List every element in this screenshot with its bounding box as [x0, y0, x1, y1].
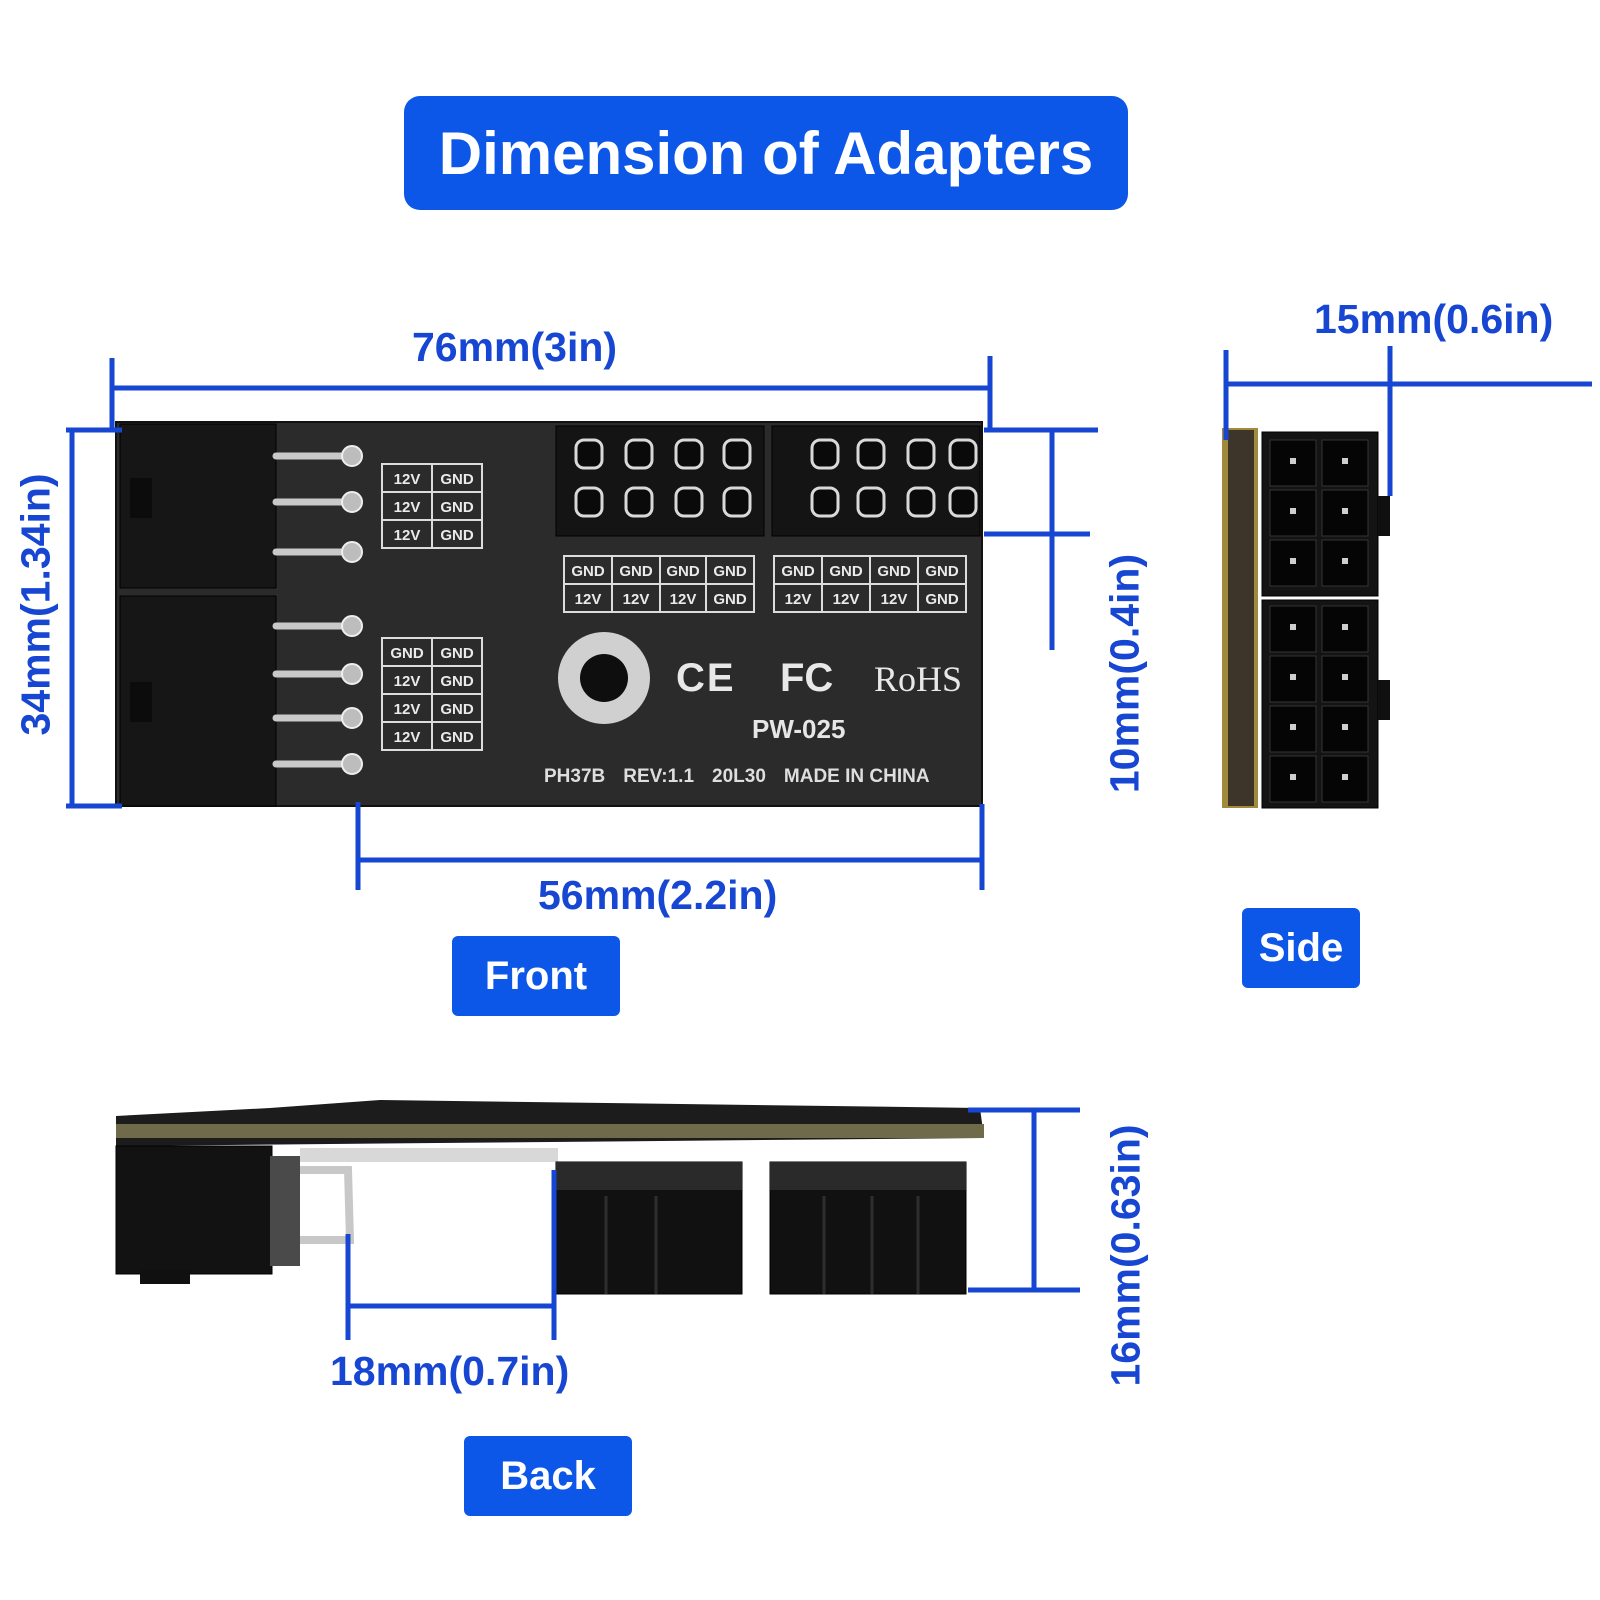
pin-label-left-top: GND — [440, 471, 474, 488]
pin-label-top-row2: 12V — [623, 591, 650, 608]
pin-label-left-bottom: GND — [440, 673, 474, 690]
pin-label-top-row1: GND — [829, 563, 863, 580]
board-footer-code: PH37B — [544, 766, 606, 787]
board-footer-batch: 20L30 — [712, 766, 766, 787]
pin-label-top-row1: GND — [713, 563, 747, 580]
dim-front-connector-height: 10mm(0.4in) — [1101, 553, 1148, 794]
pin-label-top-row2: 12V — [785, 591, 812, 608]
front-board: 12V GND 12V GND 12V GND GND GND 12V GND 12V GND 12V G… — [115, 421, 983, 807]
board-footer-origin: MADE IN CHINA — [783, 766, 930, 787]
pin-label-top-row1: GND — [619, 563, 653, 580]
front-top-pin-grid — [563, 555, 967, 613]
dimension-lines — [66, 346, 1592, 1340]
front-left-pin-grid-bottom — [381, 637, 483, 751]
pin-label-top-row2: GND — [925, 591, 959, 608]
back-left-connector — [115, 1145, 273, 1275]
front-left-pins — [272, 452, 356, 768]
pin-label-left-bottom: GND — [390, 645, 424, 662]
pin-label-left-bottom: 12V — [394, 673, 421, 690]
pin-label-top-row1: GND — [925, 563, 959, 580]
front-left-pin-grid-top — [381, 463, 483, 549]
view-label-front: Front — [452, 936, 620, 1016]
pin-label-left-top: 12V — [394, 471, 421, 488]
dim-back-height: 16mm(0.63in) — [1102, 1124, 1149, 1387]
pin-label-top-row2: 12V — [881, 591, 908, 608]
view-label-back: Back — [464, 1436, 632, 1516]
side-view — [1222, 428, 1390, 809]
board-model: PW-025 — [752, 714, 846, 744]
fc-mark: FC — [780, 656, 834, 700]
page-title: Dimension of Adapters — [404, 96, 1128, 210]
board-footer: PH37B REV:1.1 20L30 MADE IN CHINA — [544, 766, 930, 788]
back-view — [115, 1100, 984, 1295]
pin-label-top-row1: GND — [877, 563, 911, 580]
pin-label-left-bottom: GND — [440, 729, 474, 746]
pin-label-left-bottom: GND — [440, 645, 474, 662]
dim-back-pin-length: 18mm(0.7in) — [330, 1348, 570, 1394]
pin-label-top-row2: 12V — [833, 591, 860, 608]
rohs-mark: RoHS — [874, 659, 963, 699]
pin-label-left-top: 12V — [394, 499, 421, 516]
pin-label-top-row2: GND — [713, 591, 747, 608]
dim-front-inner-width: 56mm(2.2in) — [538, 872, 778, 918]
dim-side-width: 15mm(0.6in) — [1314, 296, 1554, 342]
dim-front-height: 34mm(1.34in) — [12, 473, 59, 736]
pin-label-left-top: GND — [440, 527, 474, 544]
ce-mark: CE — [676, 656, 736, 700]
view-label-side: Side — [1242, 908, 1360, 988]
pin-label-left-top: GND — [440, 499, 474, 516]
pin-label-left-bottom: 12V — [394, 729, 421, 746]
pin-label-top-row1: GND — [781, 563, 815, 580]
pin-label-left-top: 12V — [394, 527, 421, 544]
pin-label-left-bottom: GND — [440, 701, 474, 718]
pin-label-left-bottom: 12V — [394, 701, 421, 718]
dim-front-width: 76mm(3in) — [412, 324, 618, 370]
board-footer-rev: REV:1.1 — [623, 766, 695, 787]
pin-label-top-row2: 12V — [670, 591, 697, 608]
pin-label-top-row2: 12V — [575, 591, 602, 608]
pin-label-top-row1: GND — [571, 563, 605, 580]
pin-label-top-row1: GND — [666, 563, 700, 580]
